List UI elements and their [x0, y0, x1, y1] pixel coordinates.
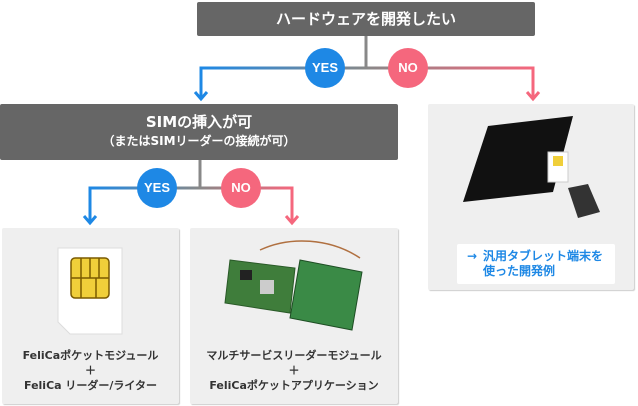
yes-badge-1: YES — [305, 48, 345, 88]
card-sim-module: FeliCaポケットモジュール ＋ FeliCa リーダー/ライター — [2, 228, 179, 404]
card-reader-plus: ＋ — [288, 364, 300, 377]
sim-node: SIMの挿入が可 （またはSIMリーダーの接続が可） — [0, 104, 398, 160]
yes-badge-2: YES — [137, 168, 177, 208]
tablet-example-link[interactable]: → 汎用タブレット端末を 使った開発例 — [457, 244, 615, 284]
card-sim-plus: ＋ — [85, 364, 96, 377]
card-reader-module: マルチサービスリーダーモジュール ＋ FeliCaポケットアプリケーション — [190, 228, 398, 404]
card-reader-line1: マルチサービスリーダーモジュール — [206, 349, 382, 362]
root-node: ハードウェアを開発したい — [197, 2, 535, 36]
sim-node-title: SIMの挿入が可 — [145, 113, 253, 131]
reader-module-image — [224, 240, 363, 331]
tablet-link-line1: 汎用タブレット端末を — [483, 249, 604, 263]
sim-card-icon — [57, 247, 123, 335]
no-badge-1: NO — [388, 48, 428, 88]
arrow-right-icon: → — [467, 249, 478, 263]
sim-node-subtitle: （またはSIMリーダーの接続が可） — [102, 134, 296, 148]
tablet-link-line2: 使った開発例 — [483, 264, 556, 278]
root-label: ハードウェアを開発したい — [275, 10, 456, 28]
card-sim-line2: FeliCa リーダー/ライター — [24, 379, 157, 392]
tablet-image — [463, 116, 600, 218]
card-reader-line2: FeliCaポケットアプリケーション — [209, 379, 379, 392]
no-badge-2: NO — [221, 168, 261, 208]
card-sim-line1: FeliCaポケットモジュール — [22, 349, 159, 362]
card-tablet: → 汎用タブレット端末を 使った開発例 — [428, 104, 634, 290]
